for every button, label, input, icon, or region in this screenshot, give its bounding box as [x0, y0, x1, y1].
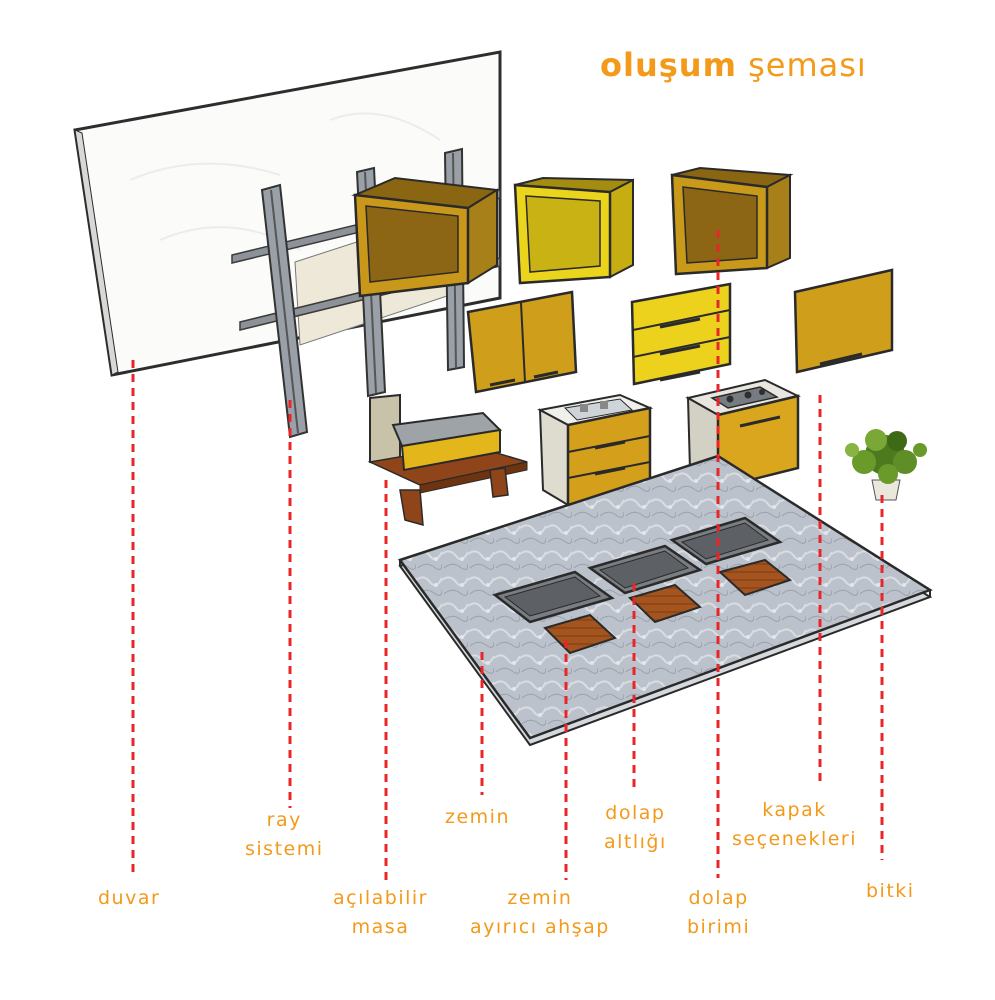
cabinet-unit-3 — [670, 166, 794, 276]
title-regular: şeması — [748, 46, 867, 84]
wood-floor-separator-3 — [717, 558, 793, 597]
sink-base-cabinet — [537, 393, 654, 507]
door-option-drawers — [630, 282, 732, 386]
diagram-title: oluşum şeması — [600, 46, 867, 84]
cabinet-base-plate-1 — [492, 570, 615, 624]
label-zemin: zemin — [445, 806, 510, 828]
wood-floor-separator-1 — [543, 613, 617, 655]
door-option-double — [466, 290, 578, 394]
label-dolap-altligi: dolap altlığı — [604, 802, 667, 853]
label-bitki: bitki — [866, 880, 915, 902]
folding-table — [367, 393, 528, 527]
cabinet-unit-2 — [513, 176, 634, 285]
label-duvar: duvar — [98, 887, 161, 909]
door-option-flap — [793, 268, 894, 374]
cabinet-unit-1 — [351, 176, 500, 298]
wood-floor-separator-2 — [628, 583, 702, 624]
label-ray-sistemi: ray sistemi — [245, 809, 324, 860]
label-acilabilir-masa: açılabilir masa — [333, 887, 428, 938]
cabinet-base-plate-3 — [669, 516, 783, 566]
title-bold: oluşum — [600, 46, 737, 84]
label-zemin-ayirici-ahsap: zemin ayırıcı ahşap — [470, 887, 610, 938]
plant — [845, 429, 927, 501]
label-dolap-birimi: dolap birimi — [687, 887, 751, 938]
label-kapak-secenekleri: kapak seçenekleri — [732, 799, 858, 850]
cabinet-base-plate-2 — [587, 544, 703, 595]
